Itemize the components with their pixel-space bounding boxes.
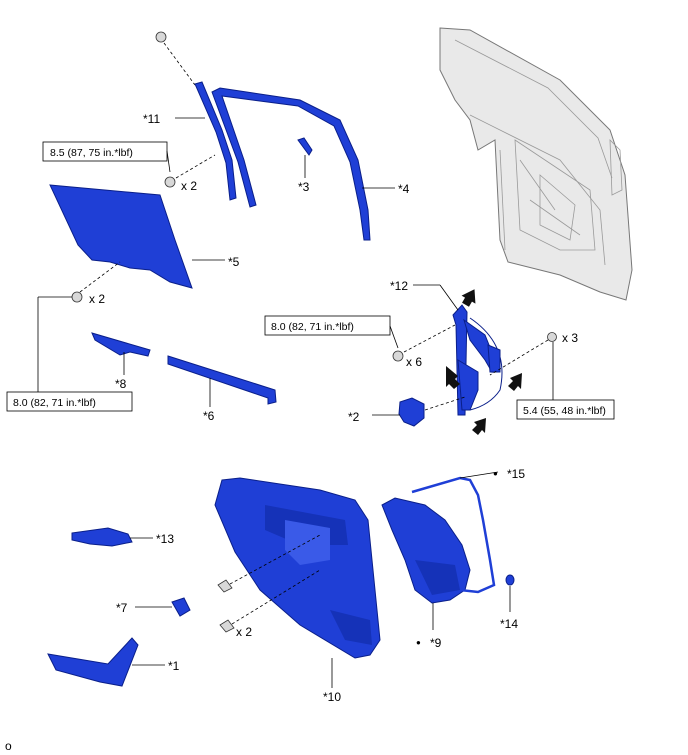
torque-text-4: 5.4 (55, 48 in.*lbf) [523,405,606,417]
trim-screws: x 2 [217,534,321,639]
label-part-6: *6 [203,409,215,423]
qty-top-left: x 2 [181,179,197,193]
label-part-9-dot: ● [416,638,421,647]
torque-text-2: 8.0 (82, 71 in.*lbf) [13,397,96,409]
part-5-glass: *5 [49,184,240,293]
label-part-3: *3 [298,180,310,194]
label-part-11: *11 [143,112,160,126]
label-part-12: *12 [390,279,408,293]
part-9-hole-cover: ● *9 [381,497,471,650]
torque-text-3: 8.0 (82, 71 in.*lbf) [271,321,354,333]
label-part-14: *14 [500,617,518,631]
part-3-clip: *3 [297,137,313,194]
part-4-run-channel: *4 [211,87,410,241]
label-part-10: *10 [323,690,341,704]
label-part-15: *15 [507,467,525,481]
part-6-moulding: *6 [167,355,277,423]
torque-spec-2: x 2 8.0 (82, 71 in.*lbf) [6,291,133,412]
torque-spec-3: 8.0 (82, 71 in.*lbf) x 6 [264,315,456,369]
qty-mid-left: x 2 [89,292,105,306]
label-part-8: *8 [115,377,127,391]
label-part-2: *2 [348,410,360,424]
door-frame-illustration [439,27,633,301]
part-12-regulator: *12 [390,279,503,416]
label-part-4: *4 [398,182,410,196]
qty-bottom: x 2 [236,625,252,639]
figure-code: o [5,739,12,753]
direction-arrows [446,289,522,435]
part-11-channel: *11 [143,81,237,201]
part-14-plug: *14 [500,574,518,631]
part-1-armrest: *1 [47,637,180,687]
qty-right: x 3 [562,331,578,345]
part-8-bracket: *8 [91,332,151,391]
qty-center: x 6 [406,355,422,369]
torque-text-1: 8.5 (87, 75 in.*lbf) [50,147,133,159]
part-2-motor: *2 [348,396,466,427]
label-part-9: *9 [430,636,442,650]
label-part-15-dot: ● [493,469,498,478]
part-15-seal: ● *15 [411,467,525,594]
part-13-cover: *13 [71,527,174,547]
label-part-1: *1 [168,659,180,673]
label-part-7: *7 [116,601,128,615]
torque-spec-4: x 3 5.4 (55, 48 in.*lbf) [489,331,615,420]
part-10-trim-panel: *10 [214,477,381,704]
label-part-13: *13 [156,532,174,546]
top-bolt [155,31,196,86]
torque-spec-1: 8.5 (87, 75 in.*lbf) x 2 [42,141,216,193]
part-7-clip: *7 [116,597,191,617]
label-part-5: *5 [228,255,240,269]
